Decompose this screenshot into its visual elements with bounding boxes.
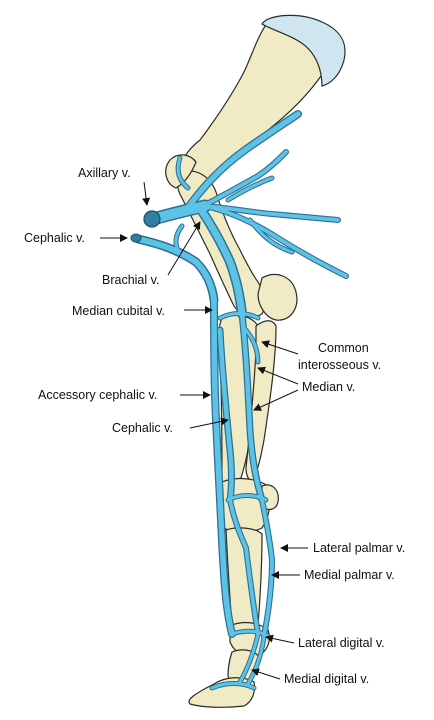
axillary-cut-end <box>143 210 161 228</box>
leader-median-2 <box>253 389 299 411</box>
leader-brachial <box>167 221 201 276</box>
label-brachial: Brachial v. <box>102 273 159 287</box>
label-axillary: Axillary v. <box>78 166 131 180</box>
leader-medial-digital <box>251 668 281 680</box>
cephalic-cut-end <box>130 233 142 243</box>
leader-median-1 <box>257 366 299 385</box>
label-median: Median v. <box>302 380 355 394</box>
label-cephalic-top: Cephalic v. <box>24 231 85 245</box>
label-lateral-palmar: Lateral palmar v. <box>313 541 405 555</box>
label-median-cubital: Median cubital v. <box>72 304 165 318</box>
label-lateral-digital: Lateral digital v. <box>298 636 385 650</box>
humeral-head <box>165 154 197 189</box>
label-medial-palmar: Medial palmar v. <box>304 568 395 582</box>
leader-axillary <box>142 181 151 206</box>
label-common-interosseous-2: interosseous v. <box>298 358 381 372</box>
label-cephalic-lower: Cephalic v. <box>112 421 173 435</box>
scapular-cartilage <box>261 14 346 87</box>
label-accessory-cephalic: Accessory cephalic v. <box>38 388 157 402</box>
label-common-interosseous-1: Common <box>318 341 369 355</box>
label-medial-digital: Medial digital v. <box>284 672 369 686</box>
leader-common-interosseous <box>261 340 299 355</box>
leader-lateral-digital <box>265 634 295 644</box>
olecranon <box>257 273 298 321</box>
veins <box>130 110 349 691</box>
leader-cephalic-lower <box>189 417 229 429</box>
labels: Axillary v. Cephalic v. Brachial v. Medi… <box>24 166 405 686</box>
